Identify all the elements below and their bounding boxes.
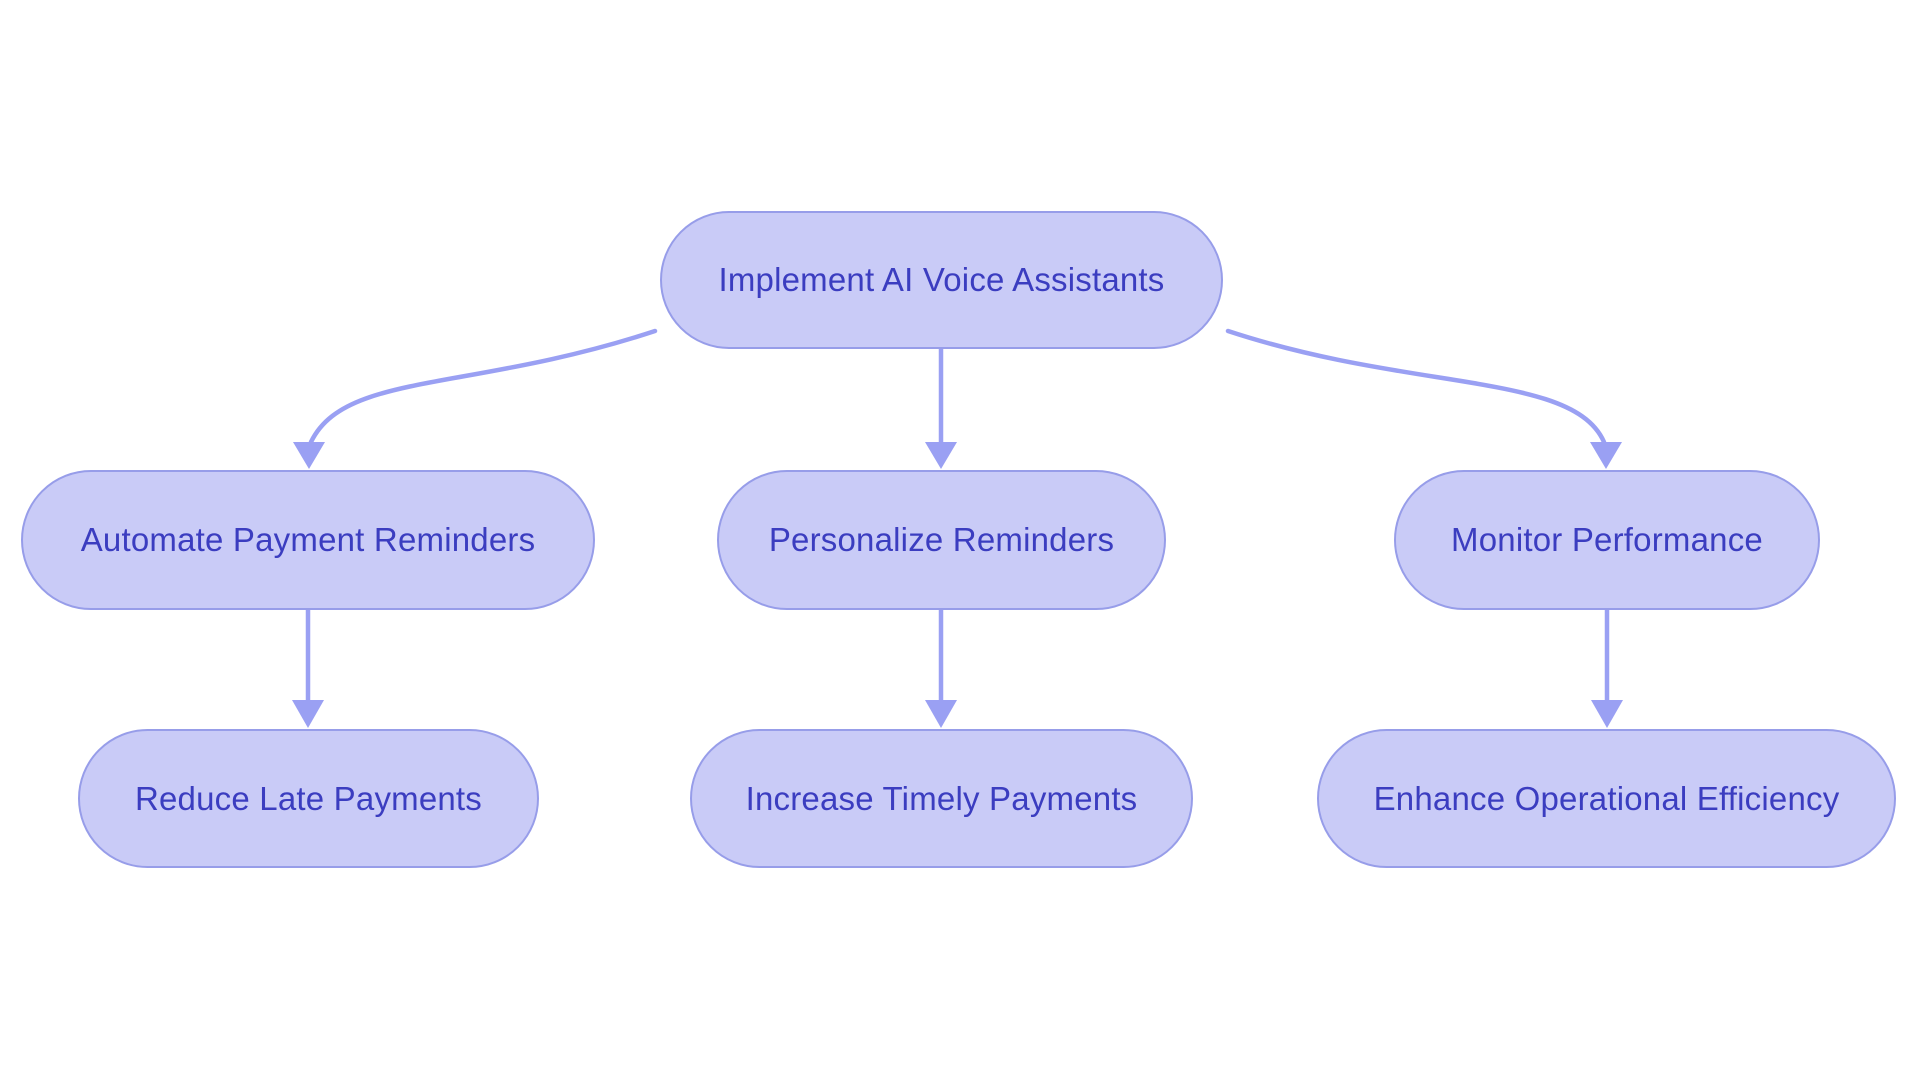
- edge-root-to-monitor-performance: [1225, 328, 1622, 469]
- node-reduce-late-payments: Reduce Late Payments: [78, 729, 539, 868]
- node-personalize-reminders: Personalize Reminders: [717, 470, 1166, 610]
- edge-line: [308, 328, 658, 445]
- node-label: Enhance Operational Efficiency: [1373, 779, 1840, 817]
- arrowhead-icon: [925, 442, 957, 469]
- edge-line: [1225, 328, 1607, 445]
- node-increase-timely-payments: Increase Timely Payments: [690, 729, 1193, 868]
- edge-personalize-to-increase-timely-payments: [925, 607, 957, 728]
- arrowhead-icon: [293, 442, 325, 469]
- edge-automate-to-reduce-late-payments: [292, 607, 324, 728]
- node-enhance-operational-efficiency: Enhance Operational Efficiency: [1317, 729, 1896, 868]
- node-monitor-performance: Monitor Performance: [1394, 470, 1820, 610]
- node-label: Monitor Performance: [1451, 521, 1763, 558]
- arrowhead-icon: [292, 700, 324, 728]
- edge-root-to-automate-payment-reminders: [293, 328, 658, 469]
- arrowhead-icon: [925, 700, 957, 728]
- node-implement-ai-voice-assistants: Implement AI Voice Assistants: [660, 211, 1223, 349]
- arrowhead-icon: [1591, 700, 1623, 728]
- node-label: Personalize Reminders: [768, 521, 1115, 558]
- edge-monitor-to-enhance-operational-efficiency: [1591, 607, 1623, 728]
- arrowhead-icon: [1590, 442, 1622, 469]
- node-label: Implement AI Voice Assistants: [718, 261, 1165, 298]
- node-label: Reduce Late Payments: [134, 779, 483, 817]
- node-label: Automate Payment Reminders: [80, 521, 536, 558]
- node-automate-payment-reminders: Automate Payment Reminders: [21, 470, 595, 610]
- edge-root-to-personalize-reminders: [925, 346, 957, 469]
- node-label: Increase Timely Payments: [745, 779, 1138, 817]
